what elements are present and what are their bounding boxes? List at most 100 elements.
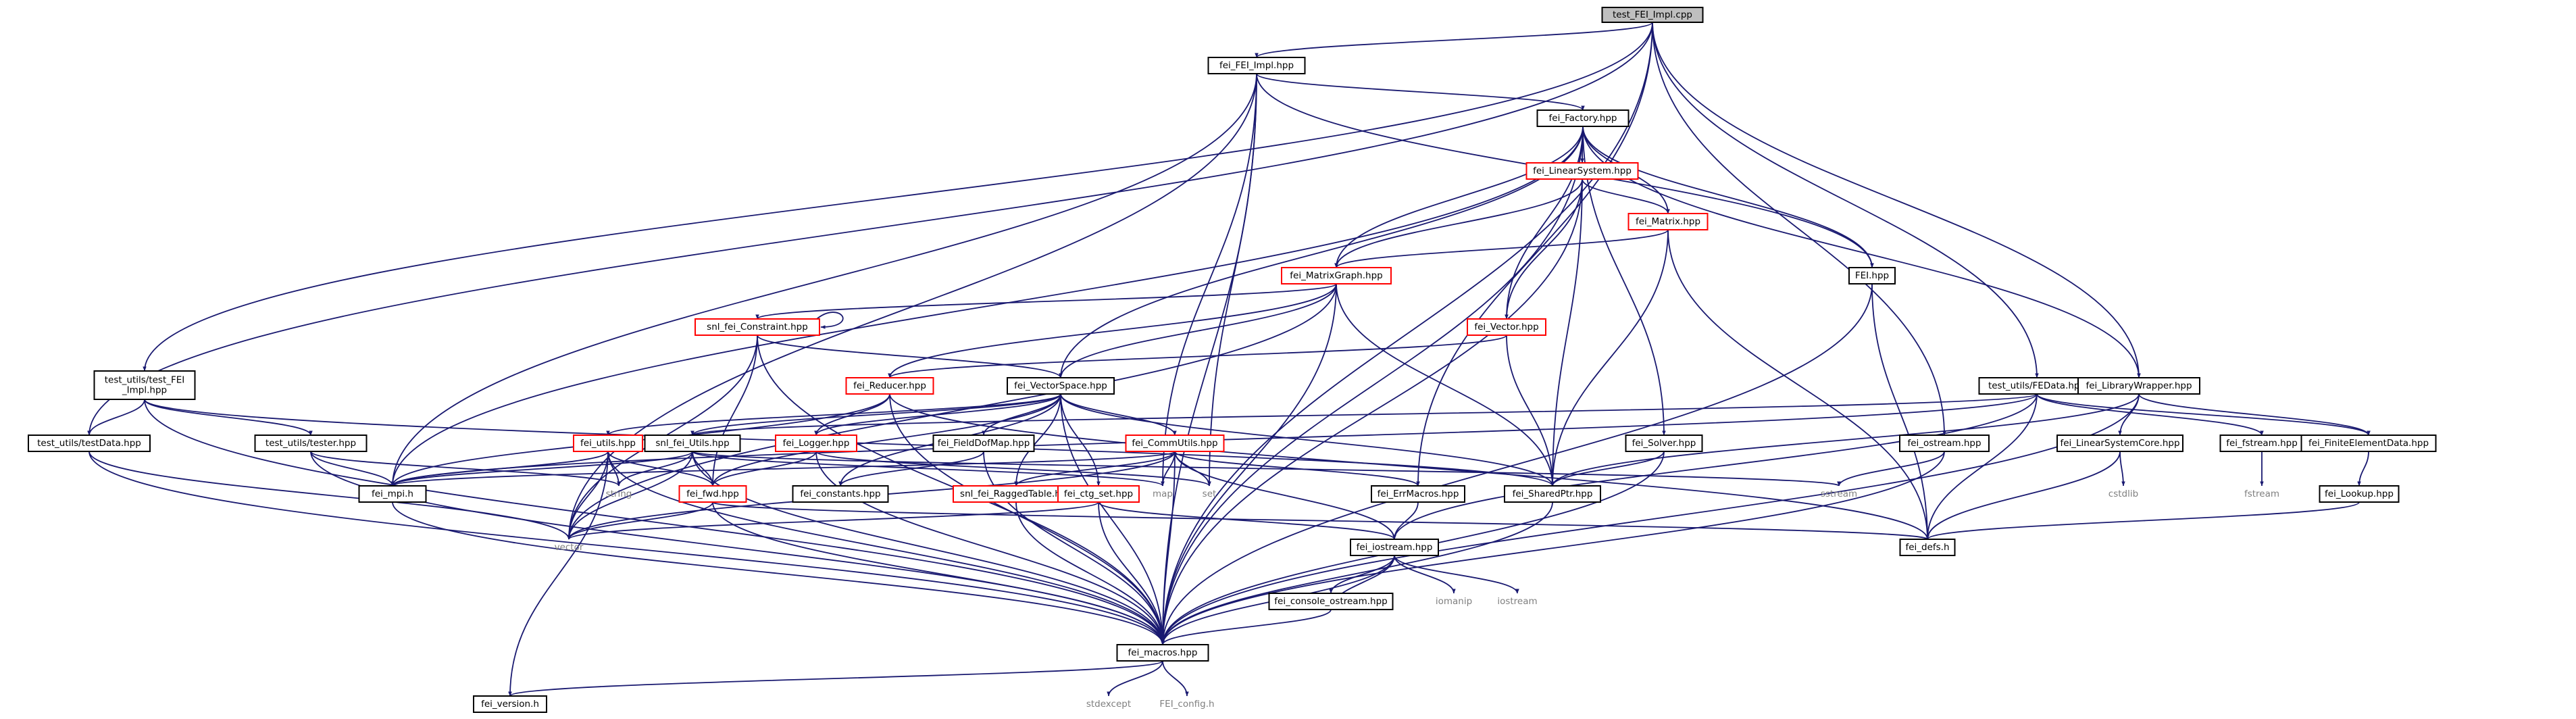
node-layer: test_FEI_Impl.cpp fei_FEI_Impl.hpp fei_Fac… xyxy=(28,7,2437,713)
node-box xyxy=(573,435,643,452)
node-fei-fstream-hpp[interactable]: fei_fstream.hpp xyxy=(2219,435,2304,452)
node-box xyxy=(28,435,151,452)
node-fei-solver-hpp[interactable]: fei_Solver.hpp xyxy=(1625,435,1703,452)
dependency-edge xyxy=(567,283,1337,540)
node-fei-errmacros-hpp[interactable]: fei_ErrMacros.hpp xyxy=(1371,485,1465,503)
node-fei-logger-hpp[interactable]: fei_Logger.hpp xyxy=(775,435,857,452)
node-iomanip[interactable]: iomanip xyxy=(1436,596,1472,607)
node-fei-utils-hpp[interactable]: fei_utils.hpp xyxy=(573,435,643,452)
node-sstream[interactable]: sstream xyxy=(1821,489,1857,499)
node-label: iostream xyxy=(1497,596,1537,607)
node-fei-fielddofmap-hpp[interactable]: fei_FieldDofMap.hpp xyxy=(932,435,1035,452)
dependency-edge xyxy=(1652,22,1946,436)
dependency-edge xyxy=(690,393,2038,436)
node-fei-hpp[interactable]: FEI.hpp xyxy=(1848,267,1896,284)
dependency-edge xyxy=(1394,555,1519,594)
node-label: fei_CommUtils.hpp xyxy=(1132,438,1217,449)
dependency-edge xyxy=(1161,609,1332,645)
node-fei-finiteelementdata-hpp[interactable]: fei_FiniteElementData.hpp xyxy=(2300,435,2437,452)
node-snl-fei-utils-hpp[interactable]: snl_fei_Utils.hpp xyxy=(644,435,741,452)
node-fei-linearsystem-hpp[interactable]: fei_LinearSystem.hpp xyxy=(1525,162,1639,180)
node-fei-constants-hpp[interactable]: fei_constants.hpp xyxy=(792,485,889,503)
dependency-edge xyxy=(508,451,609,697)
node-test-utils-fedata-hpp[interactable]: test_utils/FEData.hpp xyxy=(1978,377,2096,395)
dependency-edge xyxy=(144,399,1165,645)
node-label: snl_fei_RaggedTable.hpp xyxy=(960,489,1072,499)
node-label: fei_console_ostream.hpp xyxy=(1274,596,1387,607)
dependency-edge xyxy=(567,501,1099,540)
dependency-edge xyxy=(1550,178,1583,487)
dependency-edge xyxy=(2119,451,2125,487)
node-iostream[interactable]: iostream xyxy=(1497,596,1537,607)
node-fei-config-h[interactable]: FEI_config.h xyxy=(1159,699,1214,710)
dependency-edge xyxy=(1255,22,1653,58)
dependency-edge xyxy=(310,451,1165,645)
node-string[interactable]: string xyxy=(606,489,632,499)
node-label: fei_LinearSystem.hpp xyxy=(1533,166,1632,176)
node-test-fei-impl-cpp[interactable]: test_FEI_Impl.cpp xyxy=(1601,7,1704,23)
node-cstdlib[interactable]: cstdlib xyxy=(2108,489,2138,499)
dependency-edge xyxy=(1925,501,2360,540)
node-box xyxy=(1207,57,1306,74)
dependency-edge xyxy=(390,451,609,487)
node-label: cstdlib xyxy=(2108,489,2138,499)
node-fei-defs-h[interactable]: fei_defs.h xyxy=(1899,539,1956,556)
node-box xyxy=(1350,539,1439,556)
node-test-utils-testdata-hpp[interactable]: test_utils/testData.hpp xyxy=(28,435,151,452)
node-fei-console-ostream-hpp[interactable]: fei_console_ostream.hpp xyxy=(1268,593,1394,610)
dependency-edge xyxy=(1582,126,1874,268)
node-fei-ostream-hpp[interactable]: fei_ostream.hpp xyxy=(1899,435,1990,452)
node-test-utils-tester-hpp[interactable]: test_utils/tester.hpp xyxy=(254,435,368,452)
node-fei-factory-hpp[interactable]: fei_Factory.hpp xyxy=(1536,109,1630,127)
node-snl-fei-constraint-hpp[interactable]: snl_fei_Constraint.hpp xyxy=(694,318,820,336)
node-label: snl_fei_Constraint.hpp xyxy=(707,322,808,332)
node-fei-mpi-h[interactable]: fei_mpi.h xyxy=(358,485,427,503)
dependency-edge xyxy=(983,451,1165,645)
node-label: string xyxy=(606,489,632,499)
node-map[interactable]: map xyxy=(1153,489,1173,499)
node-fei-sharedptr-hpp[interactable]: fei_SharedPtr.hpp xyxy=(1504,485,1601,503)
node-fstream[interactable]: fstream xyxy=(2244,489,2279,499)
edge-layer xyxy=(87,22,2371,697)
node-box xyxy=(1467,318,1546,336)
dependency-edge xyxy=(815,451,1211,487)
dependency-edge xyxy=(1392,501,1419,540)
node-label: fei_FiniteElementData.hpp xyxy=(2308,438,2429,449)
node-label: fstream xyxy=(2244,489,2279,499)
dependency-edge xyxy=(1162,660,1189,697)
node-fei-fwd-hpp[interactable]: fei_fwd.hpp xyxy=(678,485,747,503)
node-fei-iostream-hpp[interactable]: fei_iostream.hpp xyxy=(1350,539,1439,556)
node-test-utils-test-fei-impl-hpp[interactable]: test_utils/test_FEI_Impl.hpp xyxy=(93,370,196,400)
node-box xyxy=(775,435,857,452)
dependency-edge xyxy=(89,451,571,540)
node-fei-lookup-hpp[interactable]: fei_Lookup.hpp xyxy=(2319,485,2400,503)
node-fei-librarywrapper-hpp[interactable]: fei_LibraryWrapper.hpp xyxy=(2077,377,2200,395)
node-fei-version-h[interactable]: fei_version.h xyxy=(473,695,547,713)
node-set[interactable]: set xyxy=(1203,489,1217,499)
node-stdexcept[interactable]: stdexcept xyxy=(1086,699,1131,710)
node-fei-linearsystemcore-hpp[interactable]: fei_LinearSystemCore.hpp xyxy=(2056,435,2183,452)
node-vector[interactable]: vector xyxy=(555,542,584,553)
node-fei-ctg-set-hpp[interactable]: fei_ctg_set.hpp xyxy=(1057,485,1140,503)
node-label: fei_utils.hpp xyxy=(580,438,636,449)
node-fei-matrixgraph-hpp[interactable]: fei_MatrixGraph.hpp xyxy=(1281,267,1392,284)
node-box xyxy=(2319,485,2400,503)
dependency-edge xyxy=(1161,501,1553,645)
node-fei-fei-impl-hpp[interactable]: fei_FEI_Impl.hpp xyxy=(1207,57,1306,74)
node-box xyxy=(1536,109,1630,127)
node-fei-matrix-hpp[interactable]: fei_Matrix.hpp xyxy=(1627,213,1709,230)
dependency-edge xyxy=(390,451,693,487)
node-box xyxy=(2219,435,2304,452)
dependency-edge xyxy=(1334,126,1584,268)
node-box xyxy=(1899,539,1956,556)
dependency-edge xyxy=(1161,126,1584,645)
node-box xyxy=(2077,377,2200,395)
node-fei-vectorspace-hpp[interactable]: fei_VectorSpace.hpp xyxy=(1007,377,1115,395)
dependency-edge xyxy=(392,501,1165,645)
dependency-edge xyxy=(1416,22,1653,487)
node-fei-reducer-hpp[interactable]: fei_Reducer.hpp xyxy=(845,377,934,395)
node-fei-commutils-hpp[interactable]: fei_CommUtils.hpp xyxy=(1125,435,1225,452)
dependency-edge xyxy=(1161,73,1257,645)
node-fei-vector-hpp[interactable]: fei_Vector.hpp xyxy=(1467,318,1546,336)
node-fei-macros-hpp[interactable]: fei_macros.hpp xyxy=(1116,644,1209,662)
